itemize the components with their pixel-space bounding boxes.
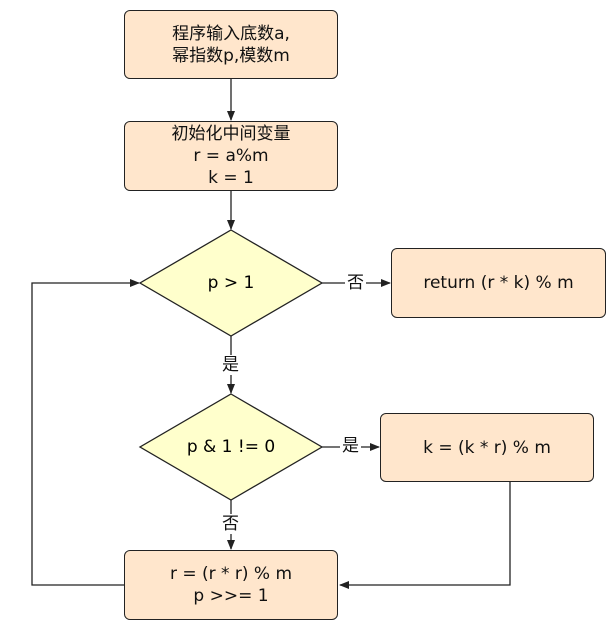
edge-update-k-to-update-r [339,482,511,589]
init-box: 初始化中间变量 r = a%m k = 1 [124,121,338,191]
update-k-box: k = (k * r) % m [380,413,594,482]
input-line2: 幂指数p,模数m [172,45,290,66]
return-box: return (r * k) % m [391,248,606,318]
update-r-line1: r = (r * r) % m [169,564,293,584]
init-line3: k = 1 [208,168,254,188]
cond1-text: p > 1 [207,273,255,293]
edge-label-odd-no: 否 [220,514,241,534]
input-box: 程序输入底数a, 幂指数p,模数m [124,10,338,79]
return-text: return (r * k) % m [423,273,574,293]
cond2-text: p & 1 != 0 [186,437,276,457]
edge-label-odd-yes: 是 [340,436,361,456]
edge-label-gt1-no: 否 [345,273,366,293]
update-k-text: k = (k * r) % m [423,437,551,458]
update-r-line2: p >>= 1 [193,586,269,606]
edge-label-gt1-yes: 是 [220,355,241,375]
input-line1: 程序输入底数a, [172,23,290,44]
edge-loop-back [31,279,140,586]
init-line2: r = a%m [193,146,269,166]
update-r-box: r = (r * r) % m p >>= 1 [124,550,338,620]
init-line1: 初始化中间变量 [171,124,291,144]
